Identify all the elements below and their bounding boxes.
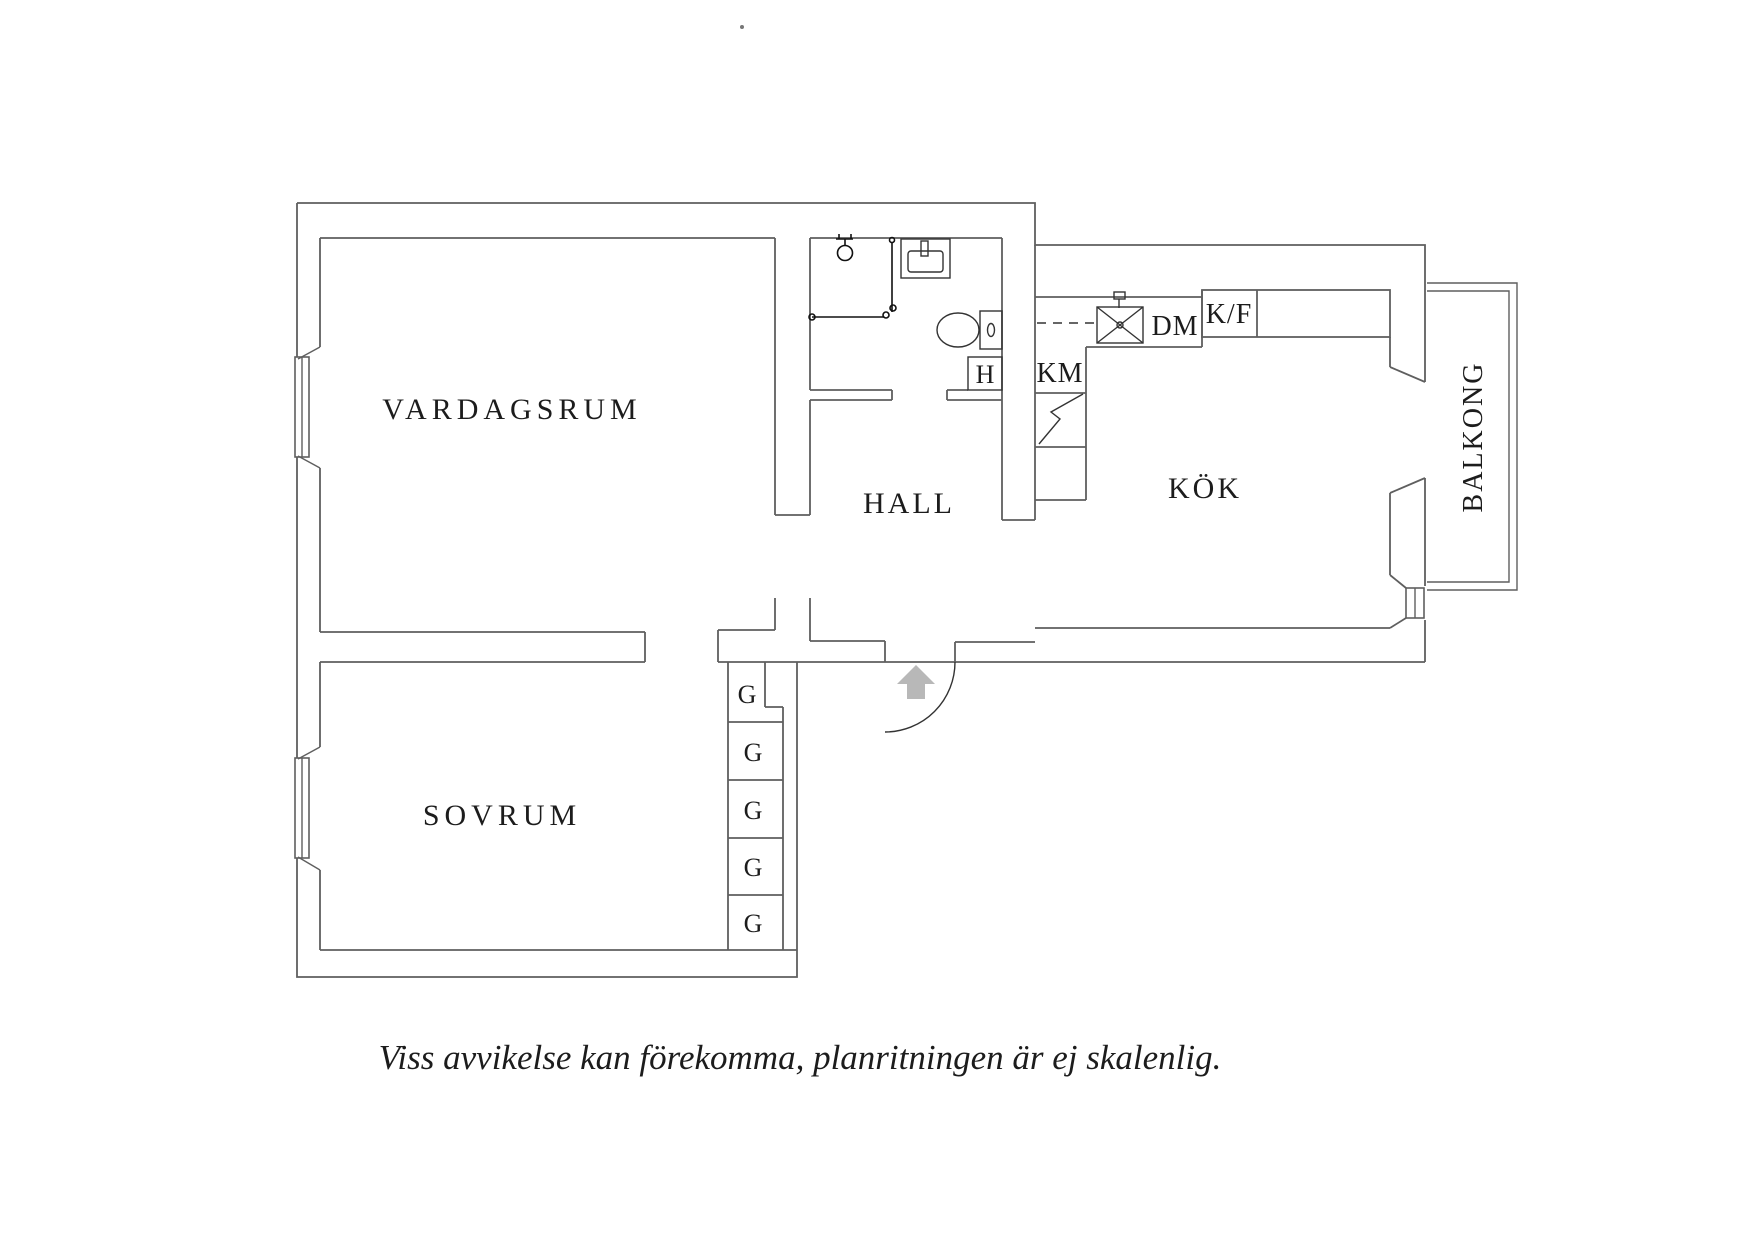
sink-icon bbox=[900, 238, 951, 279]
wardrobe-label: G bbox=[744, 909, 763, 938]
kitchen-sink-icon bbox=[1096, 291, 1144, 344]
label-balkong: BALKONG bbox=[1458, 362, 1489, 513]
cabinet-h: H bbox=[967, 356, 1003, 391]
walls bbox=[296, 202, 1426, 978]
cabinet-h-label: H bbox=[976, 360, 995, 389]
label-sovrum: SOVRUM bbox=[423, 799, 581, 832]
wardrobe-label: G bbox=[738, 680, 757, 709]
label-dm: DM bbox=[1151, 311, 1198, 342]
stove-icon bbox=[1038, 393, 1084, 445]
room-labels: VARDAGSRUM SOVRUM HALL KÖK BALKONG KM DM… bbox=[382, 299, 1489, 832]
bathroom-fixtures: H bbox=[808, 234, 1003, 391]
wardrobe-column: G G G G G bbox=[727, 662, 784, 950]
page-dot bbox=[740, 25, 744, 29]
wardrobe-label: G bbox=[744, 738, 763, 767]
window-kitchen bbox=[1405, 587, 1425, 619]
wardrobe-label: G bbox=[744, 796, 763, 825]
kitchen-fixtures bbox=[1035, 289, 1391, 501]
entry bbox=[884, 661, 956, 733]
window-sovrum bbox=[294, 746, 321, 871]
label-kok: KÖK bbox=[1168, 472, 1242, 505]
windows bbox=[294, 346, 1425, 871]
shower-icon bbox=[808, 234, 897, 321]
entry-door-arc bbox=[884, 661, 956, 733]
disclaimer-caption: Viss avvikelse kan förekomma, planritnin… bbox=[379, 1038, 1222, 1077]
entry-arrow-icon bbox=[897, 665, 935, 699]
wardrobe-label: G bbox=[744, 853, 763, 882]
balcony-railing bbox=[1427, 282, 1518, 591]
fridge-freezer bbox=[1201, 289, 1391, 338]
label-km: KM bbox=[1036, 358, 1083, 389]
label-kf: K/F bbox=[1206, 299, 1253, 330]
window-vardagsrum bbox=[294, 346, 321, 469]
toilet-icon bbox=[936, 310, 1003, 350]
label-hall: HALL bbox=[863, 487, 955, 520]
label-vardagsrum: VARDAGSRUM bbox=[382, 393, 642, 426]
